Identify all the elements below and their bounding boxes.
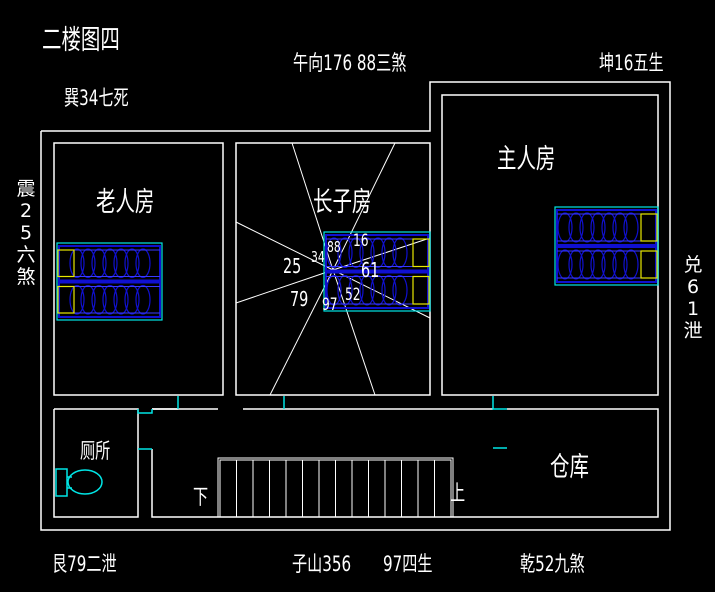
spring-coil xyxy=(557,212,573,243)
mattress xyxy=(325,234,429,272)
spring-coil xyxy=(91,284,107,315)
spring-coil xyxy=(568,249,584,280)
spring-coil xyxy=(612,212,628,243)
label-top-left: 巽34七死 xyxy=(64,86,129,110)
room-toilet: 厕所 xyxy=(80,439,111,463)
spring-coil xyxy=(69,248,85,279)
spring-coil xyxy=(80,284,96,315)
mattress xyxy=(325,271,429,309)
room-storage: 仓库 xyxy=(550,452,589,483)
pillow xyxy=(640,213,658,242)
center-number-61: 61 xyxy=(361,258,380,282)
spring-coil xyxy=(337,274,353,306)
radial-line xyxy=(332,269,376,396)
label-bottom-left: 艮79二泄 xyxy=(52,552,117,576)
spring-coil xyxy=(557,249,573,280)
spring-coil xyxy=(359,237,375,269)
label-top-center: 午向176 88三煞 xyxy=(293,51,407,75)
spring-coil xyxy=(102,248,118,279)
label-right: 兑61泄 xyxy=(683,254,703,342)
radial-line xyxy=(269,269,334,396)
spring-coil xyxy=(590,212,606,243)
label-left: 震25六煞 xyxy=(16,178,36,288)
spring-coil xyxy=(579,249,595,280)
mattress xyxy=(556,209,657,246)
spring-coil xyxy=(348,237,364,269)
spring-coil xyxy=(337,237,353,269)
spring-coil xyxy=(326,274,342,306)
center-number-79: 79 xyxy=(290,287,309,311)
spring-coil xyxy=(392,274,408,306)
mattress xyxy=(556,246,657,283)
mattress xyxy=(58,281,161,318)
radial-line xyxy=(235,221,334,271)
center-number-25: 25 xyxy=(283,254,302,278)
center-number-97: 97 xyxy=(322,295,338,315)
mattress xyxy=(58,245,161,282)
room-elder: 老人房 xyxy=(96,187,155,218)
center-number-16: 16 xyxy=(353,231,369,251)
label-bottom-center-a: 子山356 xyxy=(292,552,352,576)
pillow xyxy=(640,250,658,279)
spring-coil xyxy=(381,237,397,269)
pillow xyxy=(57,249,75,278)
outer-wall-outline xyxy=(40,81,671,531)
spring-coil xyxy=(69,284,85,315)
spring-coil xyxy=(124,284,140,315)
label-bottom-center-b: 97四生 xyxy=(383,552,433,576)
pillow xyxy=(412,275,430,305)
pillow xyxy=(412,238,430,268)
center-number-52: 52 xyxy=(345,285,361,305)
toilet-fixture xyxy=(55,468,103,497)
spring-coil xyxy=(579,212,595,243)
spring-coil xyxy=(113,248,129,279)
spring-coil xyxy=(392,237,408,269)
spring-coil xyxy=(601,212,617,243)
toilet-partition xyxy=(151,408,659,518)
spring-coil xyxy=(568,212,584,243)
spring-coil xyxy=(623,212,639,243)
spring-coil xyxy=(124,248,140,279)
radial-line xyxy=(332,142,396,271)
bed xyxy=(554,206,659,286)
spring-coil xyxy=(135,284,151,315)
stair-down: 下 xyxy=(193,485,209,509)
spring-coil xyxy=(113,284,129,315)
lower-wall xyxy=(53,408,139,518)
spring-coil xyxy=(370,237,386,269)
room-master: 主人房 xyxy=(497,144,556,175)
spring-coil xyxy=(359,274,375,306)
spring-coil xyxy=(348,274,364,306)
spring-coil xyxy=(91,248,107,279)
bed xyxy=(323,231,431,312)
door-jambs xyxy=(137,396,507,450)
staircase xyxy=(217,457,454,518)
spring-coil xyxy=(623,249,639,280)
radial-line xyxy=(235,269,334,304)
label-bottom-right: 乾52九煞 xyxy=(520,552,585,576)
spring-coil xyxy=(80,248,96,279)
stair-up: 上 xyxy=(450,481,466,505)
spring-coil xyxy=(102,284,118,315)
spring-coil xyxy=(601,249,617,280)
elder-room-wall xyxy=(53,142,224,396)
pillow xyxy=(57,285,75,314)
room-eldest-son: 长子房 xyxy=(313,187,372,218)
spring-coil xyxy=(370,274,386,306)
spring-coil xyxy=(612,249,628,280)
spring-coil xyxy=(381,274,397,306)
spring-coil xyxy=(326,237,342,269)
drawing-title: 二楼图四 xyxy=(42,25,120,56)
walls xyxy=(40,81,671,531)
spring-coil xyxy=(590,249,606,280)
spring-coil xyxy=(135,248,151,279)
bed xyxy=(56,242,163,321)
center-number-34: 34 xyxy=(311,248,325,266)
label-top-right: 坤16五生 xyxy=(599,51,664,75)
center-number-88: 88 xyxy=(327,238,341,256)
